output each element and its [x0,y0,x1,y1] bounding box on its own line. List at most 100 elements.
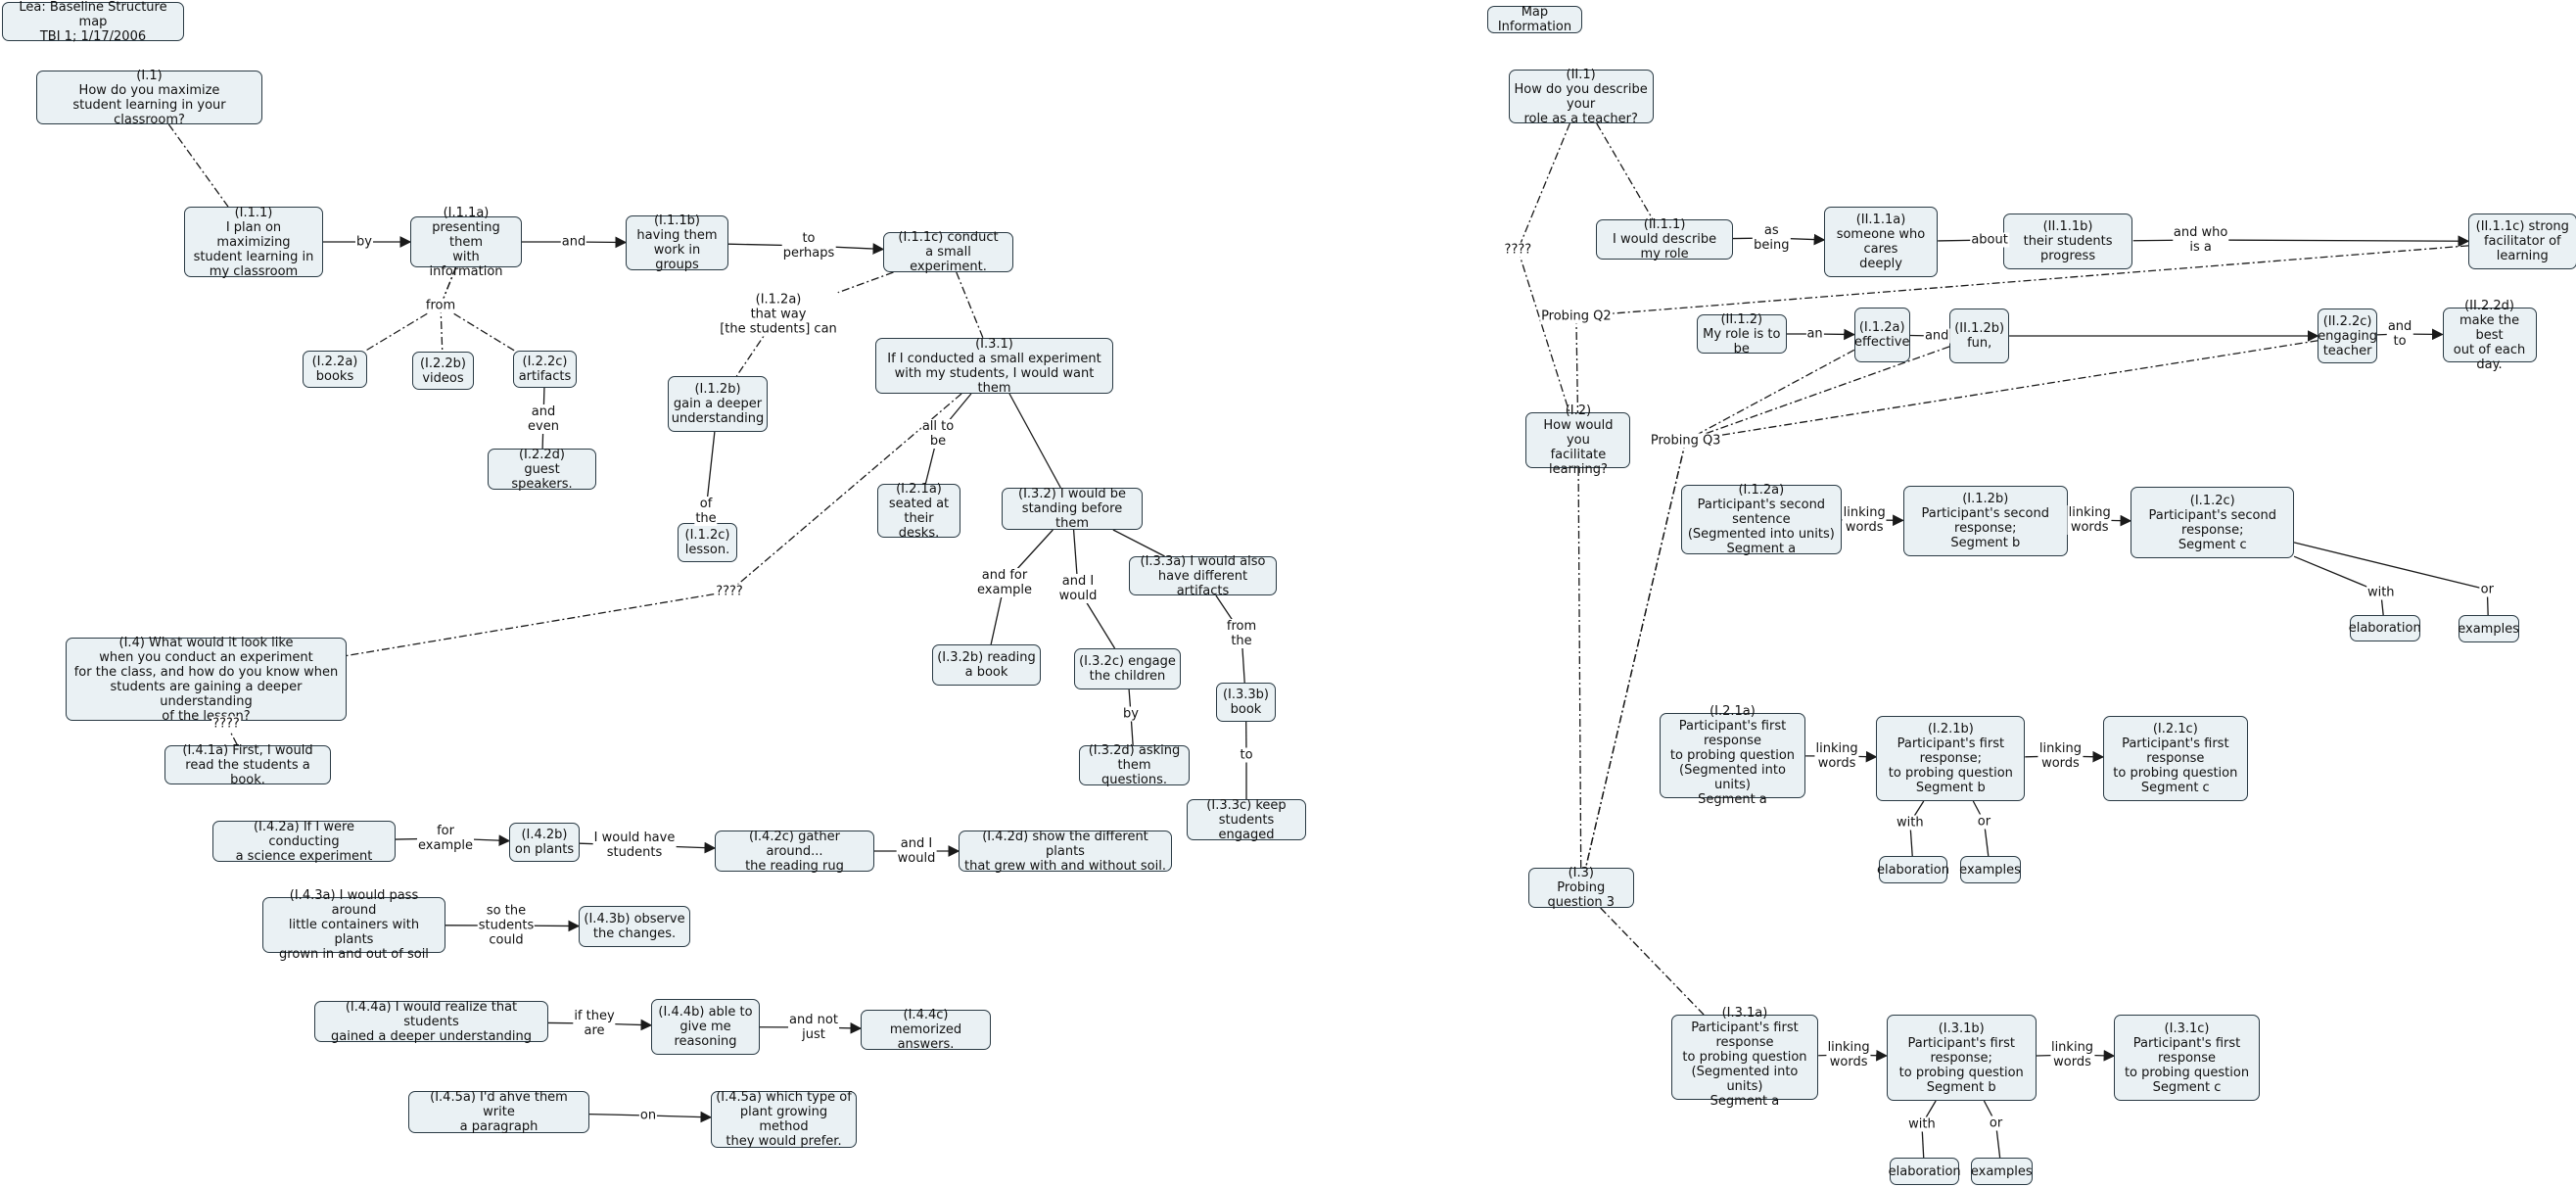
connector-line [1008,393,1061,489]
concept-node-I33b[interactable]: (I.3.3b) book [1216,683,1276,722]
link-label-by-2: by [1122,706,1140,722]
connector-line [956,271,984,339]
link-label-from: from [424,298,457,313]
link-label-as-being: as being [1753,223,1791,253]
concept-node-P21c[interactable]: (I.2.1c) Participant's first response to… [2102,716,2248,801]
concept-node-II11b[interactable]: (II.1.1b) their students progress [2002,214,2133,269]
concept-node-I2[interactable]: (I.2) How would you facilitate learning? [1525,404,1631,477]
concept-node-elaboration-1[interactable]: elaboration [2349,615,2421,641]
concept-node-I42b[interactable]: (I.4.2b) on plants [509,823,580,862]
concept-node-I11a[interactable]: (I.1.1a) presenting them with informatio… [410,206,522,279]
concept-node-examples-1[interactable]: examples [2458,615,2519,642]
concept-node-P12b[interactable]: (I.1.2b) Participant's second response; … [1902,486,2068,556]
link-label-and-for-example: and for example [976,568,1033,597]
connector-line [365,305,442,352]
map-title-node[interactable]: Lea: Baseline Structure map TBI 1; 1/17/… [2,0,184,44]
map-information-node[interactable]: Map Information [1487,5,1582,34]
link-label-question-marks-1: ???? [715,584,744,599]
concept-node-I33a[interactable]: (I.3.3a) I would also have different art… [1129,554,1277,598]
concept-node-I42c[interactable]: (I.4.2c) gather around... the reading ru… [715,830,874,874]
connector-line [440,305,444,353]
concept-node-I31[interactable]: (I.3.1) If I conducted a small experimen… [875,337,1113,396]
link-label-i-would-have-students: I would have students [592,831,677,860]
concept-node-I43a[interactable]: (I.4.3a) I would pass around little cont… [262,888,445,962]
concept-node-I45a[interactable]: (I.4.5a) I'd ahve them write a paragraph [408,1090,589,1134]
concept-node-I33c[interactable]: (I.3.3c) keep students engaged [1187,798,1306,842]
concept-node-I45a-prefer[interactable]: (I.4.5a) which type of plant growing met… [711,1090,857,1149]
concept-node-P31a[interactable]: (I.3.1a) Participant's first response to… [1671,1006,1818,1109]
concept-node-P21b[interactable]: (I.2.1b) Participant's first response; t… [1876,716,2026,801]
concept-node-I21a[interactable]: (I.2.1a) seated at their desks. [877,482,960,541]
connector-line [2200,235,2470,248]
concept-node-I12b[interactable]: (I.1.2b) gain a deeper understanding [668,376,768,432]
concept-node-II22d[interactable]: (II.2.2d) make the best out of each day. [2442,299,2537,372]
concept-node-examples-3[interactable]: examples [1970,1158,2033,1185]
connector-line [2293,542,2488,591]
link-label-and-who-is-a: and who is a [2172,225,2229,255]
connector-line [1112,529,1165,557]
link-label-to-2: to [1239,747,1254,763]
link-label-linking-words-6: linking words [2049,1040,2095,1069]
link-label-an: an [1805,326,1824,342]
concept-node-II22c[interactable]: (II.2.2c) engaging teacher [2318,309,2377,363]
link-label-question-marks-2: ???? [211,716,241,732]
link-label-linking-words-1: linking words [1842,505,1887,535]
link-label-for-example: for example [417,824,474,853]
concept-node-I11[interactable]: (I.1.1) I plan on maximizing student lea… [184,206,323,279]
concept-node-I32b[interactable]: (I.3.2b) reading a book [932,644,1041,686]
concept-node-elaboration-2[interactable]: elaboration [1877,856,1949,883]
connector-line [1584,440,1687,869]
concept-node-I11c[interactable]: (I.1.1c) conduct a small experiment. [883,230,1013,274]
concept-node-II11[interactable]: (II.1.1) I would describe my role [1595,217,1734,261]
concept-node-I22c[interactable]: (I.2.2c) artifacts [513,351,577,388]
link-label-about: about [1970,232,2009,248]
concept-node-I22d[interactable]: (I.2.2d) guest speakers. [488,448,596,492]
concept-node-I32[interactable]: (I.3.2) I would be standing before them [1002,487,1143,531]
concept-node-I12c[interactable]: (I.1.2c) lesson. [678,523,737,562]
concept-node-II11c[interactable]: (II.1.1c) strong facilitator of learning [2468,214,2576,269]
concept-node-I11b[interactable]: (I.1.1b) having them work in groups [626,214,728,272]
concept-node-II11a[interactable]: (II.1.1a) someone who cares deeply [1824,207,1938,277]
concept-node-I3[interactable]: (I.3) Probing question 3 [1527,866,1634,910]
link-label-with-3: with [1907,1116,1937,1132]
concept-node-P12a[interactable]: (I.1.2a) Participant's second sentence (… [1680,483,1842,556]
concept-node-II1[interactable]: (II.1) How do you describe your role as … [1508,68,1654,126]
concept-node-examples-2[interactable]: examples [1959,856,2021,883]
concept-node-P12c[interactable]: (I.1.2c) Participant's second response; … [2131,487,2295,558]
link-label-with-2: with [1896,815,1925,831]
concept-node-I4[interactable]: (I.4) What would it look like when you c… [66,636,347,724]
link-label-all-to-be: all to be [920,419,956,449]
link-label-from-the: from the [1225,619,1258,648]
concept-node-I22b[interactable]: (I.2.2b) videos [412,352,474,390]
concept-node-P31c[interactable]: (I.3.1c) Participant's first response to… [2114,1015,2260,1101]
concept-node-P31b[interactable]: (I.3.1b) Participant's first response; t… [1886,1015,2037,1101]
link-label-and-2: and [1923,328,1950,344]
link-label-or-3: or [1988,1116,2004,1131]
concept-node-II12a[interactable]: (I.1.2a) effective [1853,308,1910,362]
concept-node-I43b[interactable]: (I.4.3b) observe the changes. [579,906,690,947]
concept-node-I42d[interactable]: (I.4.2d) show the different plants that … [959,830,1172,874]
connector-line [1517,122,1571,251]
concept-node-I44a[interactable]: (I.4.4a) I would realize that students g… [314,1000,548,1044]
concept-node-I1[interactable]: (I.1) How do you maximize student learni… [36,69,262,127]
concept-node-II12[interactable]: (II.1.2) My role is to be [1696,312,1787,356]
link-label-question-marks-3: ???? [1503,242,1533,258]
concept-node-I41a[interactable]: (I.4.1a) First, I would read the student… [164,743,331,787]
link-label-and-even: and even [527,404,560,434]
link-label-of-the: of the [694,497,718,526]
concept-node-elaboration-3[interactable]: elaboration [1889,1158,1961,1185]
concept-node-I22a[interactable]: (I.2.2a) books [303,351,367,388]
connector-line [1685,349,1855,442]
concept-node-I32c[interactable]: (I.3.2c) engage the children [1074,648,1181,689]
concept-node-I44c[interactable]: (I.4.4c) memorized answers. [861,1008,991,1052]
concept-node-P21a[interactable]: (I.2.1a) Participant's first response to… [1660,704,1805,807]
link-label-and-not-just: and not just [788,1013,839,1042]
concept-node-I44b[interactable]: (I.4.4b) able to give me reasoning [651,999,760,1055]
concept-node-I32d[interactable]: (I.3.2d) asking them questions. [1079,743,1190,787]
connector-line [167,123,229,208]
link-label-linking-words-3: linking words [1814,741,1859,771]
link-label-that-way: (I.1.2a) that way [the students] can [719,292,838,337]
link-label-probing-q3: Probing Q3 [1649,433,1722,449]
concept-node-I42a[interactable]: (I.4.2a) If I were conducting a science … [212,820,396,864]
concept-node-II12b[interactable]: (II.1.2b) fun, [1949,309,2010,363]
